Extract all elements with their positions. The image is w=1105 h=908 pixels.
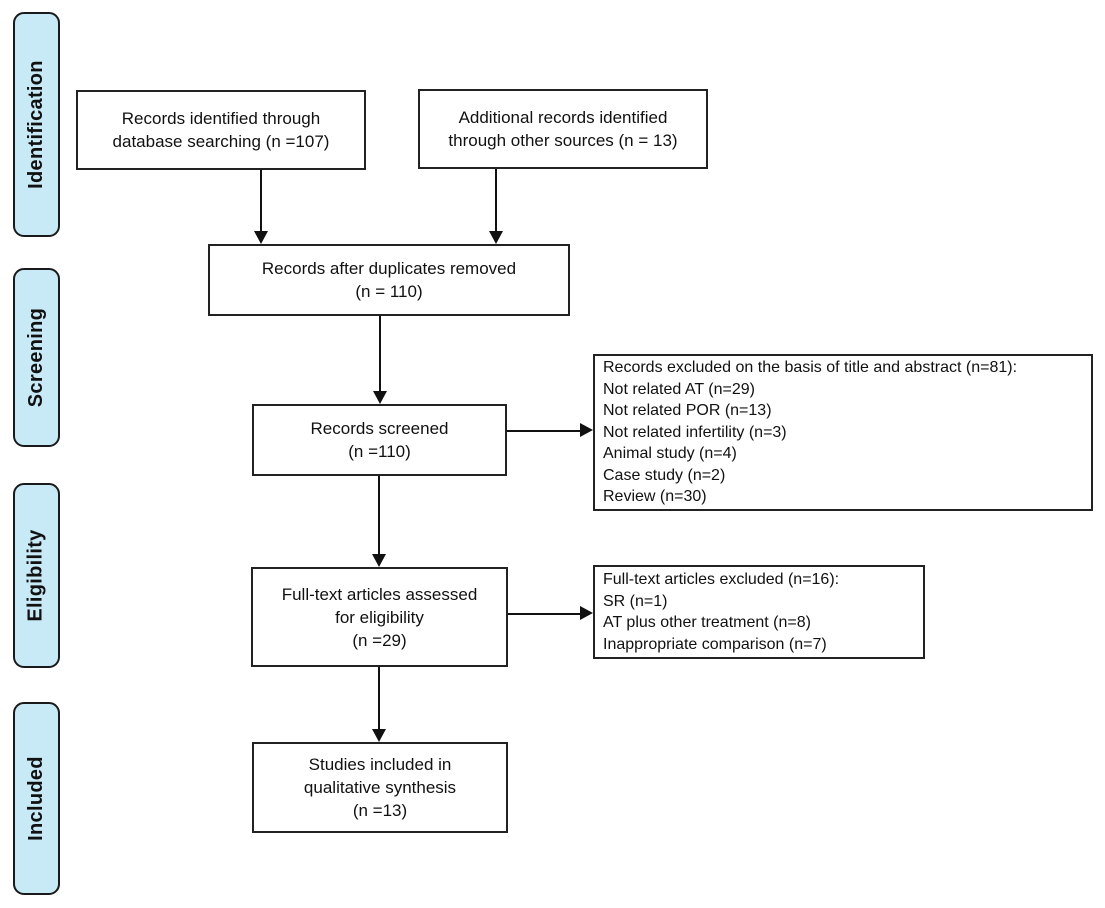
arrow-down-icon <box>372 554 386 567</box>
node-text-line: Full-text articles excluded (n=16): <box>603 571 840 588</box>
arrow-down-icon <box>373 391 387 404</box>
arrow-fulltext-to-included-line <box>378 667 380 731</box>
stage-tab-screening: Screening <box>13 268 60 447</box>
node-text-line: Not related AT (n=29) <box>603 380 755 398</box>
node-text-line: qualitative synthesis <box>303 778 457 797</box>
arrow-down-icon <box>372 729 386 742</box>
arrow-dedup-to-screened-line <box>379 316 381 393</box>
stage-label-eligibility: Eligibility <box>25 529 48 622</box>
node-text-line: AT plus other treatment (n=8) <box>603 614 811 631</box>
arrow-right-icon <box>580 423 593 437</box>
node-text-line: Full-text articles assessed <box>281 584 478 604</box>
node-records-identified: Records identified through database sear… <box>76 90 366 170</box>
node-text-line: Records after duplicates removed <box>261 259 517 278</box>
node-text-line: Records excluded on the basis of title a… <box>603 359 1018 377</box>
arrow-screened-to-fulltext-line <box>378 476 380 556</box>
node-text-line: Records screened <box>310 419 449 438</box>
node-duplicates-removed: Records after duplicates removed (n = 11… <box>208 244 570 316</box>
node-text-line: (n =29) <box>352 630 407 650</box>
node-text-line: Not related POR (n=13) <box>603 402 772 420</box>
node-fulltext-assessed: Full-text articles assessed for eligibil… <box>251 567 508 667</box>
node-text-line: (n =110) <box>348 442 411 461</box>
arrow-screened-to-excluded-line <box>507 430 582 432</box>
stage-label-screening: Screening <box>25 307 47 408</box>
node-text-line: Inappropriate comparison (n=7) <box>603 635 827 653</box>
node-text-line: SR (n=1) <box>603 592 668 610</box>
node-additional-records: Additional records identified through ot… <box>418 89 708 169</box>
node-text-line: through other sources (n = 13) <box>448 131 678 150</box>
stage-label-included: Included <box>25 756 48 841</box>
node-text-line: for eligibility <box>335 607 424 627</box>
stage-label-identification: Identification <box>25 60 47 189</box>
stage-tab-identification: Identification <box>13 12 60 237</box>
node-text-line: Animal study (n=4) <box>603 445 737 463</box>
node-text-line: Case study (n=2) <box>603 466 726 484</box>
arrow-identified-to-dedup-line <box>260 170 262 233</box>
stage-tab-included: Included <box>13 702 60 895</box>
node-text-line: Not related infertility (n=3) <box>603 423 787 441</box>
node-text-line: Additional records identified <box>458 108 668 127</box>
node-text-line: (n =13) <box>352 801 408 820</box>
node-text-line: Studies included in <box>308 755 452 774</box>
node-text-line: Records identified through <box>121 109 321 128</box>
node-text-line: database searching (n =107) <box>112 132 330 151</box>
arrow-down-icon <box>489 231 503 244</box>
stage-tab-eligibility: Eligibility <box>13 483 60 668</box>
node-text-line: (n = 110) <box>355 282 423 301</box>
arrow-additional-to-dedup-line <box>495 169 497 233</box>
node-excluded-title-abstract: Records excluded on the basis of title a… <box>593 354 1093 511</box>
arrow-down-icon <box>254 231 268 244</box>
arrow-fulltext-to-excluded-line <box>508 613 581 615</box>
node-text-line: Review (n=30) <box>603 488 707 506</box>
node-studies-included: Studies included in qualitative synthesi… <box>252 742 508 833</box>
node-fulltext-excluded: Full-text articles excluded (n=16): SR (… <box>593 565 925 659</box>
node-records-screened: Records screened (n =110) <box>252 404 507 476</box>
arrow-right-icon <box>580 606 593 620</box>
